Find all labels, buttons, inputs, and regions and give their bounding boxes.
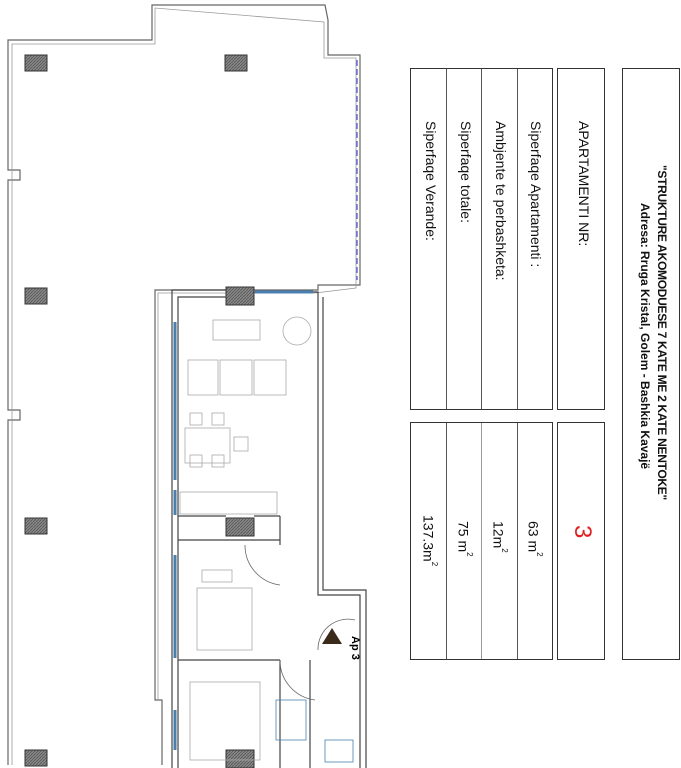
label-veranda-area: Siperfaqe Verande: [423, 121, 439, 241]
project-address: Adresa: Rruga Kristal, Golem - Bashkia K… [638, 203, 652, 470]
label-total-area: Siperfaqe totale: [458, 121, 474, 223]
label-apartment-area: Siperfaqe Apartamenti : [528, 121, 544, 268]
project-title: "STRUKTURE AKOMODUESE 7 KATE ME 2 KATE N… [655, 165, 669, 500]
value-total-area: 75 m2 [455, 521, 474, 557]
area-labels-box: Siperfaqe Apartamenti : Ambjente te perb… [410, 68, 553, 410]
entrance-arrow-icon [322, 628, 342, 644]
project-title-box: "STRUKTURE AKOMODUESE 7 KATE ME 2 KATE N… [622, 68, 680, 660]
terrace-outline [7, 4, 361, 765]
area-values-box: 63 m2 12m2 75 m2 137.3m2 [410, 422, 553, 660]
value-veranda-area: 137.3m2 [420, 515, 439, 567]
furniture [179, 316, 354, 763]
floor-plan: Ap 3 [7, 4, 367, 768]
apartment-number-cell: 3 [557, 422, 605, 660]
label-common-areas: Ambjente te perbashketa: [493, 121, 509, 281]
value-apartment-area: 63 m2 [525, 521, 544, 557]
entrance-label: Ap 3 [349, 636, 361, 660]
apartment-label: APARTAMENTI NR: [576, 121, 592, 247]
apartment-label-cell: APARTAMENTI NR: [557, 68, 605, 410]
structural-columns [24, 54, 255, 768]
apartment-number: 3 [569, 525, 596, 539]
windows [173, 290, 313, 750]
value-common-areas: 12m2 [490, 521, 509, 553]
apartment-walls [171, 289, 367, 768]
